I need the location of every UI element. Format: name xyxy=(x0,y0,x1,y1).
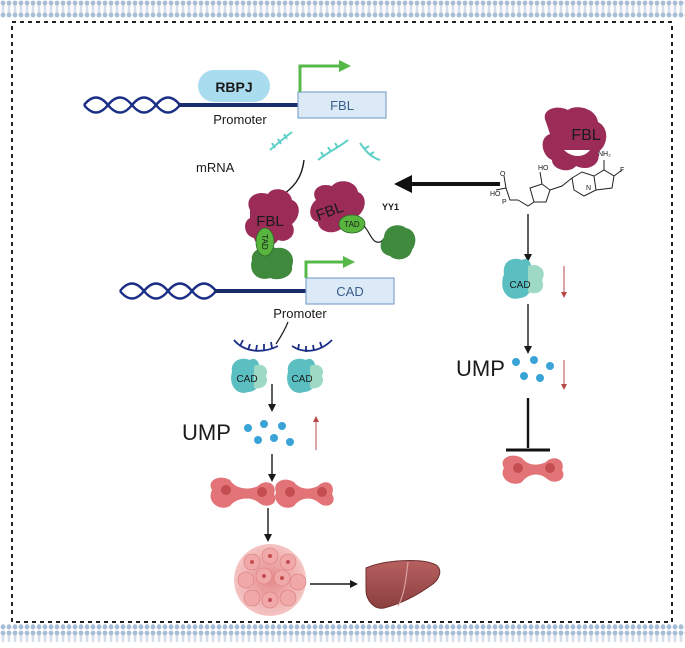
tss-arrow-fbl xyxy=(298,60,351,92)
yy1-protein-1 xyxy=(251,246,294,280)
ump-right-label: UMP xyxy=(456,356,505,381)
cad-protein-1: CAD xyxy=(231,358,268,393)
fbl-right-label: FBL xyxy=(571,127,600,144)
mrna-label: mRNA xyxy=(196,160,235,175)
promoter-label-top: Promoter xyxy=(213,112,267,127)
atom-o: O xyxy=(500,171,506,178)
dividing-cell-right xyxy=(502,455,564,484)
mrna-strands xyxy=(269,131,381,161)
cad-gene-label: CAD xyxy=(336,284,363,299)
cad-protein-1-label: CAD xyxy=(236,374,257,385)
tss-arrow-cad xyxy=(304,256,355,278)
promoter-label-bottom: Promoter xyxy=(273,306,327,321)
atom-f: F xyxy=(620,167,624,174)
tad-label-2: TAD xyxy=(344,220,360,229)
dividing-cell-2 xyxy=(275,479,334,508)
tad-domain-1: TAD xyxy=(255,227,275,257)
ump-dots-right xyxy=(512,356,554,382)
atom-ho-2: HO xyxy=(538,165,549,172)
tad-label-1: TAD xyxy=(260,234,269,250)
ump-left-label: UMP xyxy=(182,420,231,445)
membrane-top xyxy=(0,0,685,18)
liver-organ xyxy=(365,560,441,609)
cad-protein-2: CAD xyxy=(287,358,324,393)
yy1-protein-2 xyxy=(380,225,416,260)
fbl-protein-1-label: FBL xyxy=(256,213,284,230)
dna-helix-bottom xyxy=(119,282,217,300)
tad-domain-2: TAD xyxy=(338,214,366,234)
inhibition-arrow-head xyxy=(394,175,412,193)
inhibitor-atoms: HO P O HO F NH₂ N xyxy=(490,151,624,206)
tumor-mass xyxy=(234,544,307,616)
cad-protein-2-label: CAD xyxy=(291,374,312,385)
atom-p: P xyxy=(502,199,507,206)
dna-helix-top xyxy=(83,96,181,114)
atom-n: N xyxy=(586,185,591,192)
dividing-cell-1 xyxy=(210,477,276,508)
cad-gene-box: CAD xyxy=(305,277,395,305)
atom-nh2: NH₂ xyxy=(598,151,611,158)
ump-dots-left xyxy=(244,420,294,446)
inhibitor-molecule xyxy=(495,160,623,207)
cad-protein-right: CAD xyxy=(502,258,544,299)
rbpj-label: RBPJ xyxy=(215,79,252,95)
fbl-gene-box: FBL xyxy=(297,91,387,119)
fbl-protein-right: FBL xyxy=(542,107,607,171)
rbpj-protein: RBPJ xyxy=(198,70,270,102)
cad-mrna-strands xyxy=(233,339,333,352)
arrow-promoter-to-mrna xyxy=(275,321,289,345)
fbl-gene-label: FBL xyxy=(330,98,354,113)
membrane-bottom xyxy=(0,624,685,642)
yy1-label: YY1 xyxy=(382,202,399,212)
cell-border xyxy=(11,21,673,623)
cad-right-label: CAD xyxy=(509,280,530,291)
atom-ho-1: HO xyxy=(490,191,501,198)
